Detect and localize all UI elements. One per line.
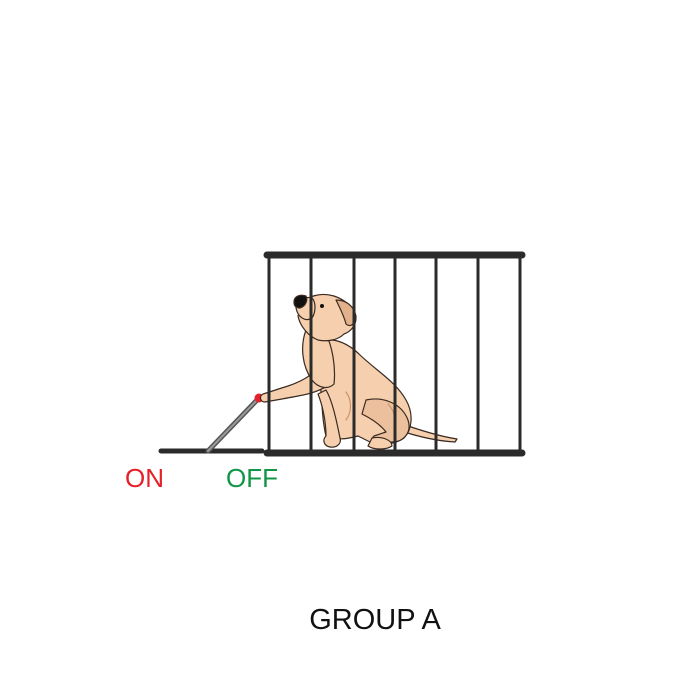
switch-lever [205, 393, 264, 454]
cage [263, 251, 526, 457]
switch-off-label: OFF [226, 463, 278, 493]
switch-on-label: ON [125, 463, 164, 493]
dog-illustration [259, 293, 458, 450]
group-caption: GROUP A [309, 604, 441, 636]
